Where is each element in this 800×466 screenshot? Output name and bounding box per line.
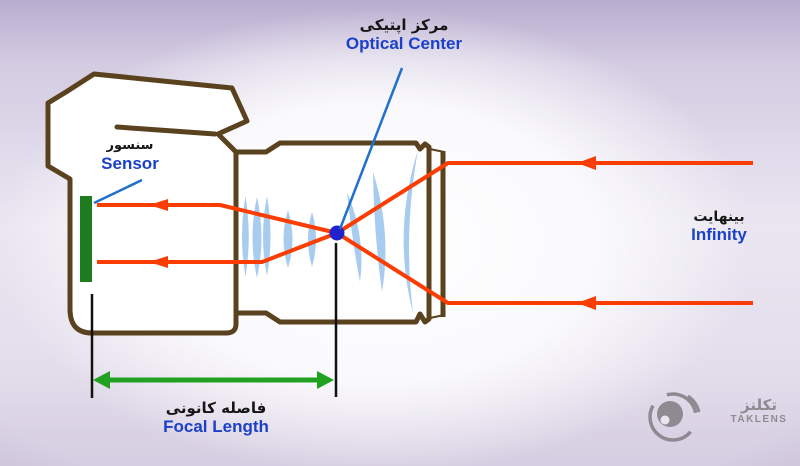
sensor-bar: [80, 196, 92, 282]
sensor-pointer: [93, 178, 143, 205]
taklens-logo-icon: [648, 392, 701, 442]
measurement-ticks: [90, 243, 338, 398]
optical-center-dot: [329, 225, 345, 241]
pointer-lines: [93, 67, 404, 230]
ray-arrowheads: [149, 156, 596, 310]
top-plate-line: [114, 124, 218, 137]
optical-center-pointer: [338, 67, 404, 230]
focal-length-arrow: [93, 371, 334, 389]
